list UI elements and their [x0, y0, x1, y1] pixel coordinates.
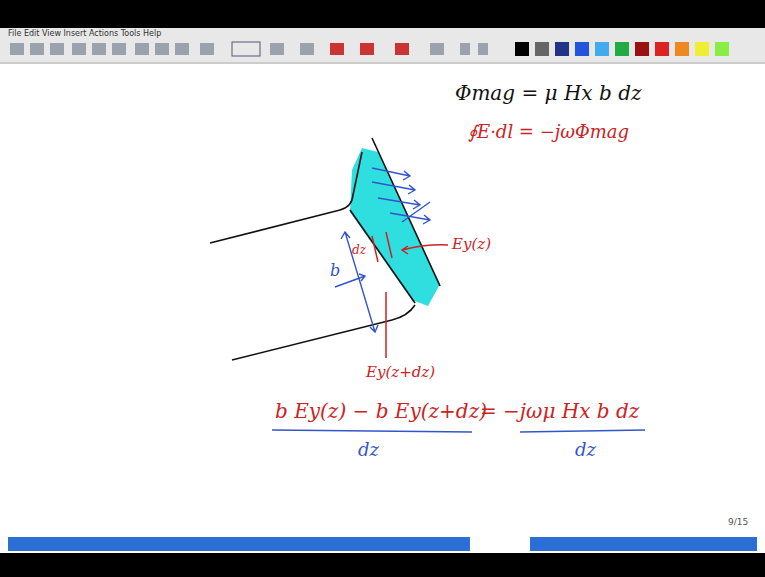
- progress-bar: [530, 537, 757, 551]
- equation-right: = −jωμ Hx b dz: [480, 400, 639, 422]
- page-number: 9/15: [728, 518, 748, 528]
- equation-denominator: dz: [358, 440, 379, 460]
- equation-denominator: dz: [575, 440, 596, 460]
- toolbar-icons: [10, 42, 488, 56]
- field-label: Ey(z+dz): [366, 364, 435, 381]
- toolbar-bg: [0, 28, 765, 62]
- field-arrows: [335, 168, 430, 332]
- top-bar: [0, 0, 765, 28]
- progress-bar: [8, 537, 470, 551]
- red-markings: [372, 232, 448, 358]
- bottom-bar: [0, 553, 765, 577]
- flux-equation: Φmag = μ Hx b dz: [455, 82, 642, 104]
- field-label: Ey(z): [452, 236, 491, 253]
- dimension-label: b: [330, 262, 340, 280]
- menu-bar: File Edit View Insert Actions Tools Help: [8, 30, 161, 39]
- equation-numerator: b Ey(z) − b Ey(z+dz): [275, 400, 487, 422]
- page-edge: [0, 62, 765, 64]
- cross-section: [350, 148, 440, 306]
- color-palette: [515, 42, 729, 56]
- dz-label: dz: [352, 244, 366, 257]
- fraction-bars: [272, 430, 645, 432]
- faraday-law: ∮E·dl = −jωΦmag: [468, 122, 629, 142]
